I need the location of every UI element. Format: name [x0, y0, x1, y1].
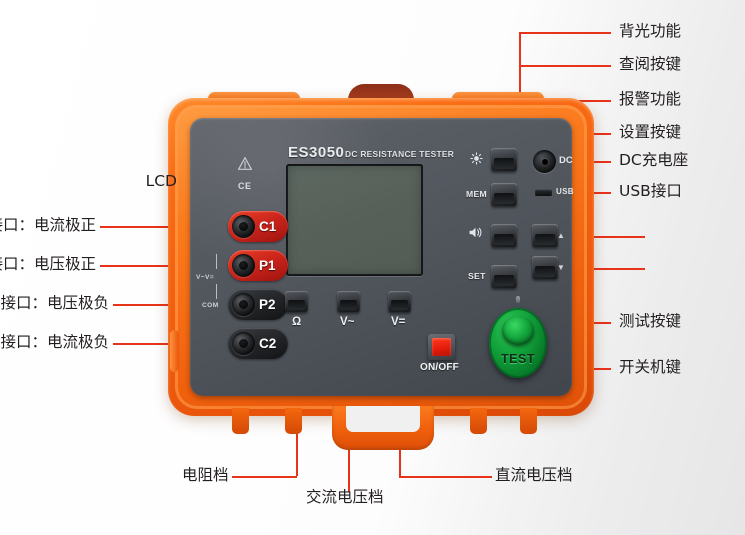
test-button[interactable]: TEST — [489, 308, 547, 378]
case-bottom-clip — [332, 406, 434, 450]
range-button-vdc[interactable] — [388, 291, 411, 312]
nav-button-up[interactable] — [532, 224, 558, 247]
usb-port[interactable] — [535, 189, 552, 196]
terminal-c1-label: C1 — [259, 219, 277, 234]
model-subtitle: DC RESISTANCE TESTER — [345, 149, 455, 159]
annotation-dc-voltage: 直流电压档 — [495, 466, 573, 484]
range-button-vac[interactable] — [337, 291, 360, 312]
case-foot-3 — [470, 408, 487, 434]
leader-review — [519, 65, 611, 67]
terminal-p2-socket — [232, 293, 255, 316]
annotation-p1: P1接口：电压极正 — [0, 255, 96, 273]
test-indicator-led — [516, 296, 520, 303]
power-switch-label: ON/OFF — [420, 362, 459, 373]
terminal-c2-label: C2 — [259, 336, 277, 351]
annotation-p2: P2接口：电压极负 — [0, 294, 109, 312]
annotation-c2: C2接口：电流极负 — [0, 333, 109, 351]
annotation-ac-voltage: 交流电压档 — [306, 488, 384, 506]
power-switch-cap — [432, 338, 451, 356]
annotation-usb: USB接口 — [619, 182, 682, 200]
test-button-cap — [502, 316, 534, 345]
dc-charge-jack[interactable] — [533, 150, 556, 173]
voltage-bracket-upper — [216, 254, 218, 269]
case-foot-2 — [285, 408, 302, 434]
warning-triangle-icon — [238, 157, 252, 170]
range-label-ohm: Ω — [292, 316, 302, 328]
softkey-backlight[interactable] — [491, 148, 517, 171]
annotation-review: 查阅按键 — [619, 55, 682, 73]
softkey-set[interactable] — [491, 265, 517, 288]
terminal-c2[interactable]: C2 — [228, 328, 288, 359]
terminal-c1[interactable]: C1 — [228, 211, 288, 242]
leader-up-arrow — [553, 236, 645, 238]
usb-label: USB — [556, 187, 574, 196]
annotation-lcd: LCD — [145, 172, 177, 190]
leader-c1 — [100, 226, 232, 228]
case-foot-4 — [520, 408, 537, 434]
annotation-setting: 设置按键 — [619, 123, 682, 141]
lcd-display — [286, 164, 423, 276]
test-button-label: TEST — [501, 352, 535, 366]
leader-down-arrow — [553, 268, 645, 270]
range-button-ohm[interactable] — [285, 291, 308, 312]
terminal-p1[interactable]: P1 — [228, 250, 288, 281]
speaker-icon — [469, 227, 482, 238]
terminal-p2[interactable]: P2 — [228, 289, 288, 320]
com-marking: COM — [202, 302, 219, 309]
case-side-latch — [170, 330, 179, 372]
power-switch[interactable] — [428, 334, 455, 360]
softkey-buzzer[interactable] — [491, 224, 517, 247]
annotation-c1: C1接口：电流极正 — [0, 216, 96, 234]
chevron-up-icon: ▲ — [557, 231, 565, 240]
annotation-power: 开关机键 — [619, 358, 682, 376]
lcd-screen-area — [288, 166, 421, 274]
leader-p1 — [100, 265, 232, 267]
voltage-bracket-lower — [216, 284, 218, 299]
terminal-p1-label: P1 — [259, 258, 276, 273]
chevron-down-icon: ▼ — [557, 263, 565, 272]
terminal-c1-socket — [232, 215, 255, 238]
dc-label: DC — [559, 155, 573, 166]
annotation-test: 测试按键 — [619, 312, 682, 330]
leader-backlight — [519, 32, 611, 34]
terminal-p2-label: P2 — [259, 297, 276, 312]
case-foot-1 — [232, 408, 249, 434]
range-label-vdc: V= — [391, 316, 406, 328]
nav-button-down[interactable] — [532, 256, 558, 279]
softkey-mem-label: MEM — [466, 189, 487, 199]
leader-vdc — [399, 476, 492, 478]
annotation-resistance: 电阻档 — [182, 466, 229, 484]
model-name: ES3050 — [288, 144, 345, 161]
terminal-p1-socket — [232, 254, 255, 277]
annotation-alarm: 报警功能 — [619, 90, 682, 108]
annotation-dc-charge: DC充电座 — [619, 151, 689, 169]
sun-icon — [470, 152, 483, 165]
softkey-mem[interactable] — [491, 183, 517, 206]
range-label-vac: V~ — [340, 316, 355, 328]
softkey-set-label: SET — [468, 271, 486, 281]
leader-ohm — [232, 476, 297, 478]
terminal-c2-socket — [232, 332, 255, 355]
ce-mark: CE — [238, 181, 252, 191]
annotation-backlight: 背光功能 — [619, 22, 682, 40]
voltage-marking: V~V= — [196, 274, 215, 281]
